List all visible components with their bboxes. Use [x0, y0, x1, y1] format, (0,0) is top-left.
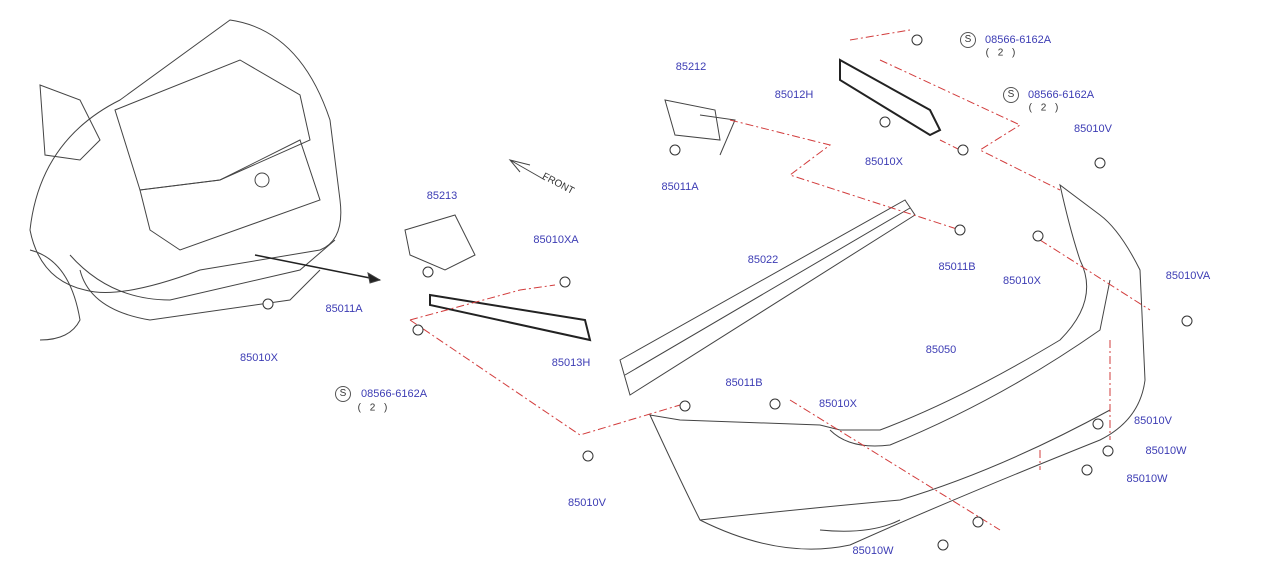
assembly-lines: [409, 29, 1151, 531]
part-quantity: ( 2 ): [357, 402, 391, 414]
part-label[interactable]: 85011B: [938, 261, 976, 273]
part-label[interactable]: 85212: [675, 61, 707, 73]
callout-arrow: [254, 254, 381, 281]
part-label[interactable]: 85012H: [774, 89, 814, 101]
part-label[interactable]: 08566-6162A: [1027, 89, 1095, 101]
part-label[interactable]: 85010X: [819, 398, 857, 410]
part-label[interactable]: 85010W: [1145, 445, 1187, 457]
fasteners: [262, 34, 1193, 551]
part-label[interactable]: 85010X: [1003, 275, 1041, 287]
part-label[interactable]: 85011A: [661, 181, 699, 193]
bumper-fascia: [649, 183, 1146, 550]
part-label[interactable]: 85010V: [1074, 123, 1112, 135]
standard-part-icon: S: [960, 32, 976, 48]
bracket-85012H: [839, 58, 942, 137]
part-label[interactable]: 85010W: [852, 545, 894, 557]
bracket-85213: [404, 214, 476, 271]
part-label[interactable]: 85011A: [325, 303, 363, 315]
bracket-85212: [664, 99, 736, 156]
part-label[interactable]: 85010X: [240, 352, 278, 364]
part-label[interactable]: 85010XA: [533, 234, 579, 246]
part-label[interactable]: 85050: [925, 344, 957, 356]
part-quantity: ( 2 ): [985, 47, 1019, 59]
part-label[interactable]: 85010VA: [1165, 270, 1211, 282]
part-label[interactable]: 85022: [747, 254, 779, 266]
vehicle-rear-illustration: [29, 19, 342, 341]
part-label[interactable]: 08566-6162A: [360, 388, 428, 400]
part-label[interactable]: 85011B: [725, 377, 763, 389]
standard-part-icon: S: [335, 386, 351, 402]
part-label[interactable]: 85010V: [1134, 415, 1172, 427]
standard-part-icon: S: [1003, 87, 1019, 103]
part-label[interactable]: 85013H: [551, 357, 591, 369]
bracket-85013H: [429, 293, 592, 342]
part-label[interactable]: 85213: [426, 190, 458, 202]
front-arrow-icon: [508, 159, 546, 181]
part-label[interactable]: 85010X: [865, 156, 903, 168]
part-label[interactable]: 85010W: [1126, 473, 1168, 485]
part-label[interactable]: 08566-6162A: [984, 34, 1052, 46]
part-quantity: ( 2 ): [1028, 102, 1062, 114]
bumper-reinforcement: [619, 199, 916, 396]
part-label[interactable]: 85010V: [568, 497, 606, 509]
